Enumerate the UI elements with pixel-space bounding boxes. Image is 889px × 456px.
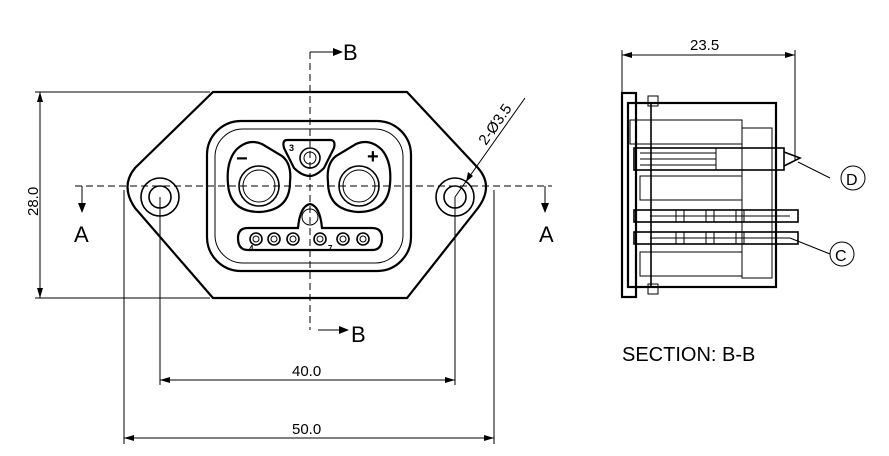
pin7-mark: 7 xyxy=(328,244,333,253)
flange-width-dimension: 50.0 xyxy=(292,421,321,438)
front-view: − + 3 4 7 B B A A 28.0 40.0 xyxy=(25,40,554,444)
callout-d: D xyxy=(846,172,858,189)
section-view: 23.5 D xyxy=(620,37,866,366)
depth-dimension: 23.5 xyxy=(690,37,719,54)
negative-terminal-pocket xyxy=(226,140,292,214)
positive-mark: + xyxy=(367,146,379,168)
section-signal-pin-upper xyxy=(633,209,799,223)
section-b-bottom-label: B xyxy=(351,322,366,347)
pin4-mark: 4 xyxy=(249,244,254,253)
section-b-top-label: B xyxy=(343,40,358,65)
pin3-mark: 3 xyxy=(289,143,294,153)
signal-pin-row xyxy=(236,202,384,252)
signal-pins xyxy=(249,232,370,246)
positive-terminal-pocket xyxy=(326,140,392,214)
section-title: SECTION: B-B xyxy=(622,344,755,366)
callout-c-circle xyxy=(829,241,855,267)
callout-c: C xyxy=(835,248,847,265)
section-a-left-label: A xyxy=(74,222,89,247)
flange-outline xyxy=(126,90,488,300)
section-a-right-label: A xyxy=(539,222,554,247)
hole-spacing-dimension: 40.0 xyxy=(292,363,321,380)
housing-outer xyxy=(205,119,413,273)
section-housing xyxy=(626,101,778,289)
hole-callout: 2-Ø3.5 xyxy=(475,101,515,148)
negative-mark: − xyxy=(236,148,248,170)
section-signal-pin-lower xyxy=(633,231,799,245)
callout-d-circle xyxy=(840,165,866,191)
height-dimension: 28.0 xyxy=(25,187,42,216)
housing-inner xyxy=(214,128,404,264)
